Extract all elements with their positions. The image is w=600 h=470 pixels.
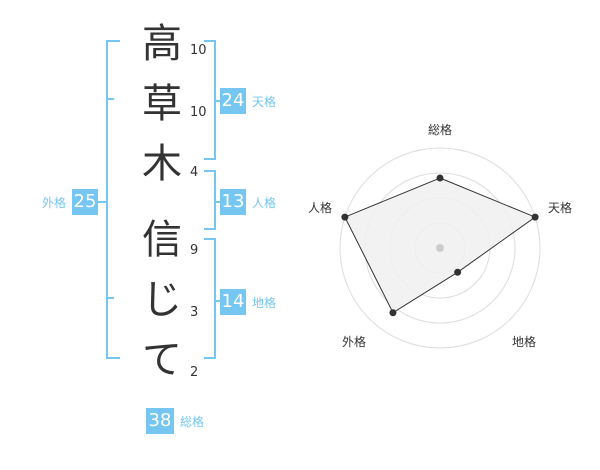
radar-label-tenkaku: 天格 <box>548 200 572 215</box>
chikaku-bracket-top <box>204 238 216 240</box>
radar-label-soukaku: 総格 <box>428 122 452 137</box>
tenkaku-bracket-top <box>204 40 216 42</box>
stroke-count-2: 10 <box>190 105 207 120</box>
radar-label-jinkaku: 人格 <box>308 200 332 215</box>
radar-point <box>454 268 462 276</box>
name-char-1: 高 <box>142 21 182 67</box>
gaikaku-bracket-vertical <box>106 40 108 359</box>
tenkaku-bracket-bottom <box>204 158 216 160</box>
jinkaku-value-badge: 13 <box>220 189 246 215</box>
gaikaku-connector <box>98 201 106 203</box>
gaikaku-value-badge: 25 <box>72 189 98 215</box>
radar-point <box>389 309 397 317</box>
gaikaku-bracket-tick-2 <box>106 297 114 299</box>
chikaku-bracket-vertical <box>214 238 216 359</box>
chikaku-bracket-bottom <box>204 357 216 359</box>
gaikaku-bracket-tick-1 <box>106 98 114 100</box>
tenkaku-value-badge: 24 <box>220 88 246 114</box>
radar-point <box>436 174 444 182</box>
chikaku-connector <box>214 300 220 302</box>
stroke-count-5: 3 <box>190 305 199 320</box>
tenkaku-connector <box>214 100 220 102</box>
soukaku-label: 総格 <box>180 415 205 429</box>
stroke-count-4: 9 <box>190 243 199 258</box>
stroke-count-3: 4 <box>190 165 199 180</box>
name-char-3: 木 <box>142 141 182 187</box>
gaikaku-bracket-bottom <box>106 357 120 359</box>
jinkaku-bracket-top <box>204 170 216 172</box>
chikaku-label: 地格 <box>252 296 277 310</box>
radar-label-gaikaku: 外格 <box>342 334 366 349</box>
stroke-count-1: 10 <box>190 43 207 58</box>
name-char-2: 草 <box>142 81 182 127</box>
tenkaku-label: 天格 <box>252 95 277 109</box>
radar-point <box>531 213 539 221</box>
name-char-4: 信 <box>142 217 182 263</box>
gaikaku-label: 外格 <box>42 196 67 210</box>
jinkaku-bracket-vertical <box>214 170 216 230</box>
stroke-count-6: 2 <box>190 365 199 380</box>
jinkaku-bracket-bottom <box>204 228 216 230</box>
chikaku-value-badge: 14 <box>220 289 246 315</box>
soukaku-value-badge: 38 <box>146 408 174 434</box>
gaikaku-bracket-top <box>106 40 120 42</box>
radar-label-chikaku: 地格 <box>512 334 536 349</box>
name-char-6: て <box>142 337 182 383</box>
radar-center-dot <box>436 244 444 252</box>
jinkaku-label: 人格 <box>252 196 277 210</box>
name-char-5: じ <box>142 277 182 323</box>
jinkaku-connector <box>214 201 220 203</box>
radar-point <box>341 213 349 221</box>
radar-ring <box>339 147 541 349</box>
radar-chart: 総格 天格 地格 外格 人格 <box>308 122 572 349</box>
